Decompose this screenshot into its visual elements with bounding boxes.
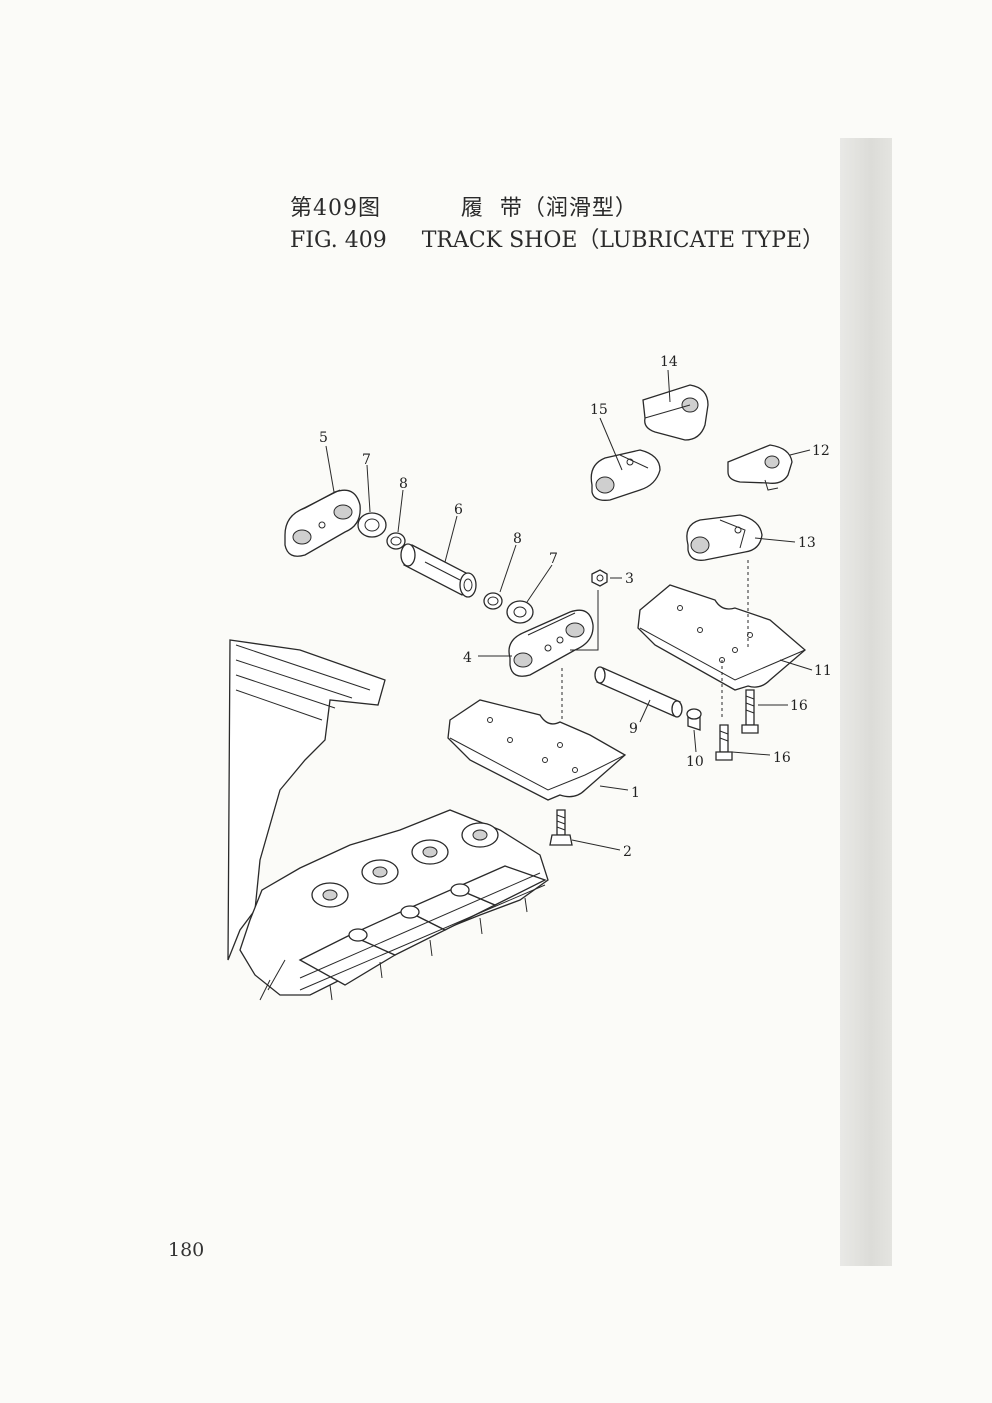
callout-7: 7 — [549, 551, 558, 567]
callout-1: 1 — [631, 785, 640, 801]
part-10-spacer — [686, 708, 702, 731]
callout-15: 15 — [590, 402, 608, 418]
callout-2: 2 — [623, 844, 632, 860]
page-number: 180 — [168, 1239, 205, 1261]
callout-4: 4 — [463, 650, 472, 666]
part-7-seal-right — [506, 600, 534, 624]
part-14-link-half — [642, 384, 709, 441]
part-2-bolt — [549, 809, 573, 846]
callout-11: 11 — [814, 663, 832, 679]
callout-6: 6 — [454, 502, 463, 518]
callout-labels: 1 2 3 4 5 6 7 8 8 7 9 10 11 12 13 14 15 … — [319, 354, 832, 860]
callout-9: 9 — [629, 721, 638, 737]
part-3-nut — [591, 569, 608, 587]
callout-8: 8 — [399, 476, 408, 492]
part-11-track-shoe — [637, 560, 806, 720]
callout-14: 14 — [660, 354, 678, 370]
callout-8: 8 — [513, 531, 522, 547]
part-13-master-link — [686, 514, 763, 561]
part-9-pin — [594, 666, 683, 718]
figure-title-english: FIG. 409 TRACK SHOE（LUBRICATE TYPE） — [290, 228, 825, 253]
figure-title-chinese: 第409图 履 带（润滑型） — [290, 196, 638, 221]
callout-10: 10 — [686, 754, 704, 770]
assembled-track-chain — [227, 639, 549, 1001]
part-7-seal-left — [357, 512, 387, 538]
part-16-bolt-lower — [715, 724, 733, 761]
part-12-link-half — [727, 444, 793, 491]
callout-7: 7 — [362, 452, 371, 468]
part-15-link-half — [590, 449, 661, 501]
callout-5: 5 — [319, 430, 328, 446]
callout-3: 3 — [625, 571, 634, 587]
part-6-bushing — [400, 543, 477, 598]
part-16-bolt-upper — [741, 689, 759, 734]
callout-16: 16 — [790, 698, 808, 714]
part-1-track-shoe — [447, 590, 627, 801]
callout-13: 13 — [798, 535, 816, 551]
callout-16: 16 — [773, 750, 791, 766]
callout-12: 12 — [812, 443, 830, 459]
part-8-ring-left — [386, 532, 406, 550]
part-4-link — [508, 609, 594, 677]
leader-lines — [325, 369, 813, 851]
part-5-link — [284, 489, 361, 557]
part-8-ring-right — [483, 592, 503, 610]
scan-edge-shadow — [840, 138, 892, 1266]
